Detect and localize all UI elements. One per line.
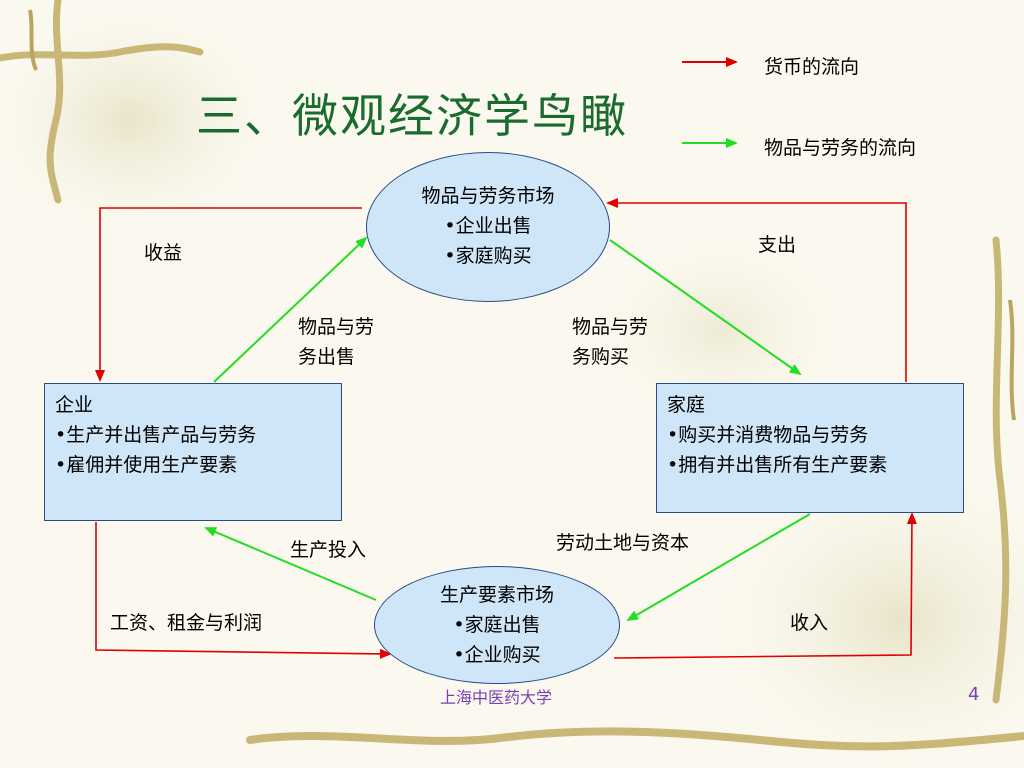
goods-market-line1: •企业出售	[444, 215, 532, 237]
goods-sold-label: 物品与劳 务出售	[298, 312, 374, 372]
wages-label: 工资、租金与利润	[110, 612, 263, 634]
inputs-label: 生产投入	[290, 539, 367, 561]
legend-goods-label: 物品与劳务的流向	[764, 137, 917, 159]
households-line1: •购买并消费物品与劳务	[667, 424, 869, 446]
income-arrow	[613, 512, 917, 659]
households-title: 家庭	[667, 394, 706, 416]
goods-market-node: 物品与劳务市场 •企业出售 •家庭购买	[366, 152, 610, 302]
goods-sold-label-line1: 物品与劳	[298, 316, 375, 338]
firms-title: 企业	[55, 394, 94, 416]
labor-land-capital-label: 劳动土地与资本	[556, 532, 690, 554]
factor-market-line1: •家庭出售	[453, 614, 541, 636]
spending-arrow	[606, 198, 907, 382]
firms-node: 企业 •生产并出售产品与劳务 •雇佣并使用生产要素	[44, 383, 342, 521]
legend-money-label: 货币的流向	[764, 56, 860, 78]
wages-arrow	[95, 522, 392, 659]
goods-bought-label-line2: 务购买	[572, 346, 630, 368]
labor-arrow	[626, 513, 811, 622]
factor-market-node: 生产要素市场 •家庭出售 •企业购买	[374, 566, 620, 684]
page-number: 4	[968, 684, 980, 705]
goods-sold-label-line2: 务出售	[298, 346, 356, 368]
spending-label: 支出	[758, 234, 797, 256]
households-line2: •拥有并出售所有生产要素	[667, 454, 888, 476]
goods-market-title: 物品与劳务市场	[421, 185, 555, 207]
revenue-arrow	[95, 207, 362, 382]
goods-bought-label-line1: 物品与劳	[572, 316, 649, 338]
footer-text: 上海中医药大学	[440, 688, 553, 707]
goods-market-line2: •家庭购买	[444, 245, 532, 267]
firms-line1: •生产并出售产品与劳务	[55, 424, 257, 446]
page-title: 三、微观经济学鸟瞰	[196, 89, 628, 143]
factor-market-title: 生产要素市场	[439, 584, 554, 606]
revenue-label: 收益	[144, 242, 183, 264]
goods-bought-arrow	[609, 239, 802, 376]
firms-line2: •雇佣并使用生产要素	[55, 454, 238, 476]
goods-bought-label: 物品与劳 务购买	[572, 312, 648, 372]
income-label: 收入	[790, 612, 829, 634]
goods-sold-arrow	[213, 236, 368, 383]
inputs-arrow	[204, 527, 377, 601]
factor-market-line2: •企业购买	[453, 644, 541, 666]
households-node: 家庭 •购买并消费物品与劳务 •拥有并出售所有生产要素	[656, 383, 964, 513]
